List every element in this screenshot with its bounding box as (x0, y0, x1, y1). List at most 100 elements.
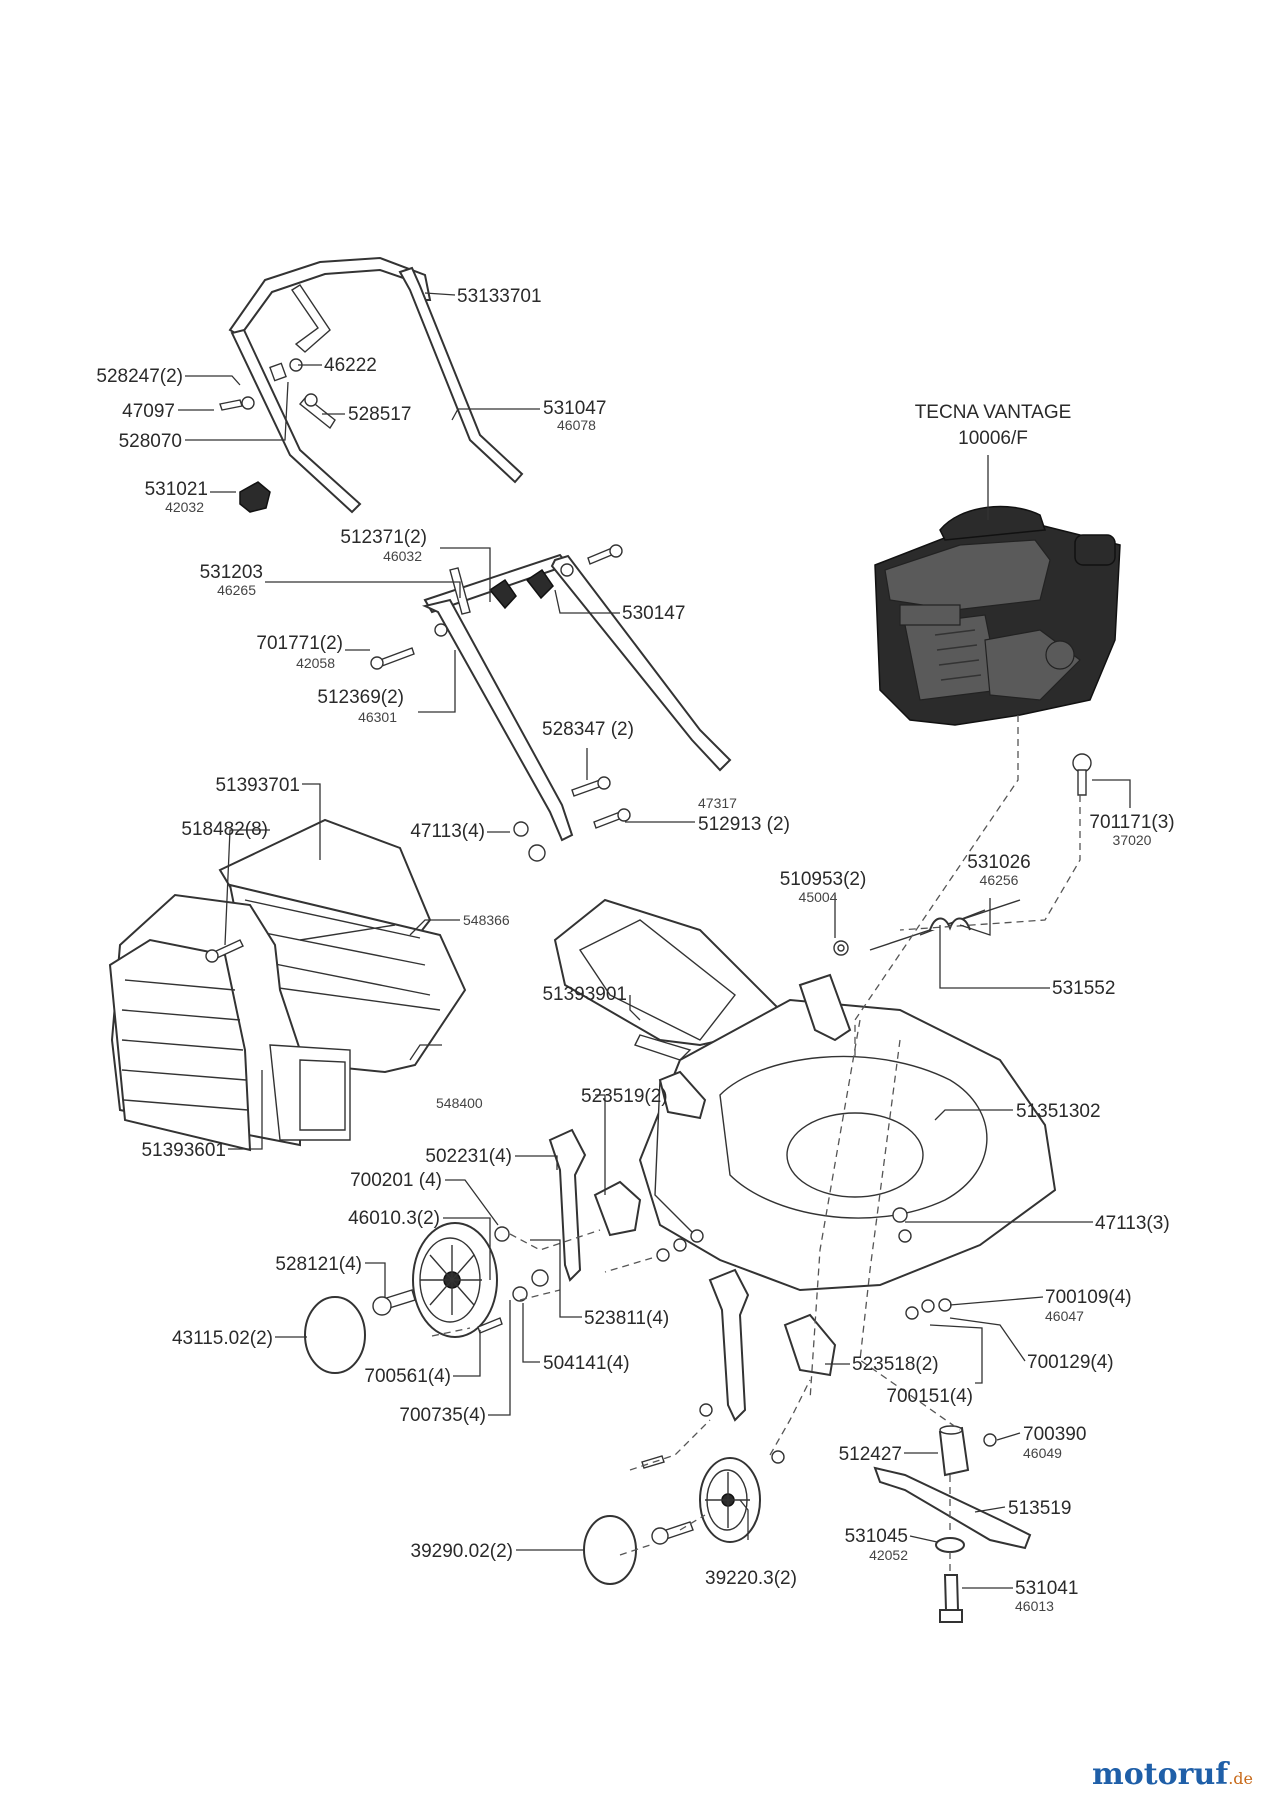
screw-518482-part (205, 939, 244, 963)
bolt-531203-part (587, 544, 623, 565)
engine-model-label: TECNA VANTAGE (915, 402, 1072, 423)
part-sublabel-531047: 46078 (557, 417, 596, 433)
bolt-512913-part (593, 808, 631, 829)
part-label-701171: 701171(3) (1089, 812, 1174, 833)
part-label-53133701: 53133701 (457, 286, 542, 307)
part-sublabel-512369: 46301 (358, 709, 397, 725)
part-label-512369: 512369(2) (317, 687, 404, 708)
part-label-528070: 528070 (119, 431, 182, 452)
part-label-531203: 531203 (200, 562, 263, 583)
washer-700390-part (983, 1433, 997, 1447)
part-label-528247: 528247(2) (96, 366, 183, 387)
part-sublabel-510953: 45004 (799, 889, 838, 905)
part-label-46222: 46222 (324, 355, 377, 376)
knob-531021-part (239, 481, 271, 513)
part-label-528517: 528517 (348, 404, 411, 425)
part-label-39290: 39290.02(2) (411, 1541, 513, 1562)
washers-front-part (494, 1226, 549, 1302)
part-label-528347: 528347 (2) (542, 719, 634, 740)
part-sublabel-700390: 46049 (1023, 1445, 1062, 1461)
nut-47113-part (513, 821, 546, 862)
washer-531045-part (935, 1537, 965, 1553)
part-sublabel-531021: 42032 (165, 499, 204, 515)
blade-adapter-512427-part (938, 1425, 970, 1477)
cable-531026-part (869, 899, 1021, 951)
part-label-510953: 510953(2) (780, 869, 867, 890)
hubcap-43115-part (304, 1296, 366, 1374)
part-sublabel-512371: 46032 (383, 548, 422, 564)
part-label-530147: 530147 (622, 603, 685, 624)
part-label-523811: 523811(4) (584, 1308, 669, 1329)
part-label-51351302: 51351302 (1016, 1101, 1101, 1122)
part-sublabel-701771: 42058 (296, 655, 335, 671)
mower-deck-part (638, 973, 1057, 1292)
part-label-513519: 513519 (1008, 1498, 1071, 1519)
height-adjuster-lower-part (708, 1268, 750, 1422)
washer-510953-part (833, 940, 849, 956)
part-label-46010: 46010.3(2) (348, 1208, 440, 1229)
part-sublabel-531203: 46265 (217, 582, 256, 598)
wheel-bolt-rear-part (651, 1521, 694, 1545)
part-label-47113-4: 47113(4) (410, 821, 485, 842)
part-label-531041: 531041 (1015, 1578, 1078, 1599)
part-sublabel-531041: 46013 (1015, 1598, 1054, 1614)
part-label-528121: 528121(4) (275, 1254, 362, 1275)
wheel-bolt-528121-part (372, 1289, 416, 1316)
part-label-51393601: 51393601 (141, 1140, 226, 1161)
part-label-518482: 518482(8) (181, 819, 268, 840)
part-label-523518: 523518(2) (852, 1354, 939, 1375)
part-label-512427: 512427 (839, 1444, 902, 1465)
lower-handle-part (421, 553, 732, 842)
part-label-531026: 531026 (967, 852, 1030, 873)
part-label-512371: 512371(2) (340, 527, 427, 548)
height-adjuster-502231-part (548, 1128, 587, 1282)
bolt-531041-part (939, 1574, 963, 1623)
hubcap-39290-part (583, 1515, 637, 1585)
part-label-531552: 531552 (1052, 978, 1115, 999)
part-label-504141: 504141(4) (543, 1353, 630, 1374)
part-label-47097: 47097 (122, 401, 175, 422)
front-wheel-part (412, 1222, 498, 1338)
bracket-523519-part (593, 1180, 642, 1237)
part-sublabel-531026: 46256 (980, 872, 1019, 888)
part-sublabel-701171: 37020 (1113, 832, 1152, 848)
part-label-548400: 548400 (436, 1095, 483, 1111)
bolt-701771-part (370, 647, 415, 670)
part-sublabel-531045: 42052 (869, 1547, 908, 1563)
watermark-tld: .de (1228, 1769, 1253, 1788)
part-label-502231: 502231(4) (425, 1146, 512, 1167)
part-label-47113-3: 47113(3) (1095, 1213, 1170, 1234)
part-label-531021: 531021 (145, 479, 208, 500)
part-label-523519: 523519(2) (581, 1086, 668, 1107)
bolt-701171-part (1072, 753, 1092, 796)
part-label-43115: 43115.02(2) (172, 1328, 273, 1349)
bolt-528347-part (571, 776, 611, 797)
deck-fixings-part (656, 1207, 952, 1320)
part-label-700561: 700561(4) (364, 1366, 451, 1387)
part-label-39220: 39220.3(2) (705, 1568, 797, 1589)
part-label-700201: 700201 (4) (350, 1170, 442, 1191)
part-label-701771: 701771(2) (256, 633, 343, 654)
part-sublabel-700109: 46047 (1045, 1308, 1084, 1324)
part-label-531045: 531045 (845, 1526, 908, 1547)
washers-rear-part (641, 1403, 785, 1469)
part-label-700129: 700129(4) (1027, 1352, 1114, 1373)
part-label-51393901: 51393901 (542, 984, 627, 1005)
part-label-700735: 700735(4) (399, 1405, 486, 1426)
engine-code-label: 10006/F (958, 428, 1028, 449)
rear-wheel-part (699, 1457, 761, 1543)
motoruf-watermark-logo: motoruf.de (1092, 1757, 1253, 1792)
screw-700561-part (477, 1317, 503, 1334)
part-label-47317: 47317 (698, 795, 737, 811)
bracket-523518-part (783, 1313, 837, 1377)
knob-528517-part (298, 393, 336, 430)
upper-handle-part (228, 256, 524, 514)
part-label-700151: 700151(4) (886, 1386, 973, 1407)
part-label-700390: 700390 (1023, 1424, 1086, 1445)
part-label-51393701: 51393701 (215, 775, 300, 796)
part-label-700109: 700109(4) (1045, 1287, 1132, 1308)
engine-part (874, 505, 1121, 726)
grass-bag-part (108, 893, 351, 1152)
blade-513519-part (873, 1466, 1032, 1550)
